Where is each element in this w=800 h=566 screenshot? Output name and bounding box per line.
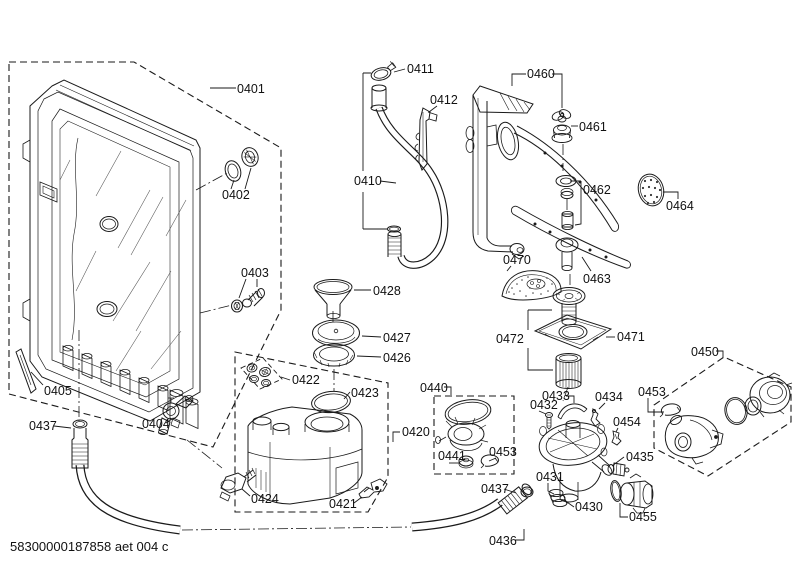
part-label-0464: 0464 (666, 199, 694, 213)
part-label-0421: 0421 (329, 497, 357, 511)
chain-lines (78, 144, 571, 531)
dashed-group-boxes (8, 61, 792, 513)
part-label-0455: 0455 (629, 510, 657, 524)
part-label-0428: 0428 (373, 284, 401, 298)
part-label-0404: 0404 (142, 417, 170, 431)
part-0426-threaded-ring (313, 343, 355, 368)
part-0461-check-valve (551, 109, 573, 143)
part-label-0411: 0411 (407, 62, 434, 76)
part-0423-o-ring (311, 390, 351, 414)
panel-hinge-bosses (62, 345, 199, 430)
part-label-0436: 0436 (489, 534, 517, 548)
group-box-water-softener (234, 351, 389, 513)
part-0460-feed-pipe (465, 85, 534, 260)
part-0455-drain-pump (610, 473, 654, 514)
part-0472-filter-assembly (533, 287, 613, 389)
group-box-door-panel (8, 61, 282, 448)
part-0463-lower-spray-arm (510, 205, 631, 272)
part-label-0437-left: 0437 (29, 419, 57, 433)
part-0432-screw (545, 412, 553, 430)
group-box-seal-kit (240, 357, 283, 390)
part-0422-seal-kit (246, 363, 271, 387)
part-0437-hose-connector-left (71, 419, 181, 535)
part-0454-clip (611, 430, 622, 446)
part-pump-o-ring (724, 397, 748, 425)
part-0421-bracket (358, 478, 388, 499)
group-box-heater-pump (433, 395, 515, 475)
part-label-0423: 0423 (351, 386, 379, 400)
part-0436-drain-hose (411, 483, 534, 532)
part-label-0432: 0432 (530, 398, 558, 412)
part-circulation-pump-motor (744, 372, 793, 418)
part-label-0427: 0427 (383, 331, 411, 345)
group-box-circulation-pump (653, 356, 792, 477)
part-label-0435: 0435 (626, 450, 654, 464)
part-label-0431: 0431 (536, 470, 564, 484)
part-label-0422: 0422 (292, 373, 320, 387)
part-0431-ribbed-fitting (548, 488, 568, 508)
part-label-0463: 0463 (583, 272, 611, 286)
part-0404-valve (158, 395, 194, 435)
part-label-0470: 0470 (503, 253, 531, 267)
part-0435-valve (607, 462, 630, 477)
part-0464-micro-filter-disc (637, 173, 665, 207)
part-label-0472: 0472 (496, 332, 524, 346)
part-0403-grommet-fitting (231, 288, 265, 313)
part-label-0462: 0462 (583, 183, 611, 197)
part-0471-filter-plate (533, 314, 613, 350)
part-0450-pump-kit (659, 372, 793, 465)
part-label-0461: 0461 (579, 120, 607, 134)
part-0401-inner-door-panel (22, 79, 201, 430)
part-label-0403: 0403 (241, 266, 269, 280)
part-label-0453-left: 0453 (489, 445, 517, 459)
part-label-0410: 0410 (354, 174, 382, 188)
part-cylinder-filter (555, 353, 582, 389)
part-label-0460: 0460 (527, 67, 555, 81)
part-0434-clip (590, 407, 601, 427)
part-label-0405: 0405 (44, 384, 72, 398)
part-heat-pump-volute (664, 414, 724, 465)
part-0433-clip (557, 403, 588, 420)
part-0430-sump (538, 403, 622, 508)
part-label-0420: 0420 (402, 425, 430, 439)
part-0453-clamp-right (659, 403, 681, 418)
part-0412-drip-stake (414, 107, 438, 171)
part-label-0441: 0441 (438, 449, 466, 463)
part-0411-hose-clamp (370, 61, 397, 81)
part-label-0433: 0433 (542, 389, 570, 403)
part-0402-seal-rings (224, 147, 259, 182)
part-0462-upper-spray-arm (496, 121, 619, 232)
part-labels: 0401 0402 0403 0404 0405 0437 0410 0411 … (29, 62, 719, 548)
part-0441-cap (458, 455, 474, 469)
part-0410-supply-hose (370, 84, 449, 269)
part-0440-heater-pump (435, 399, 499, 469)
part-label-0426: 0426 (383, 351, 411, 365)
part-label-0450: 0450 (691, 345, 719, 359)
part-label-0430: 0430 (575, 500, 603, 514)
part-label-0437-right: 0437 (481, 482, 509, 496)
part-0405-strip (15, 348, 37, 394)
part-label-0401: 0401 (237, 82, 265, 96)
part-0420-water-softener (247, 406, 363, 505)
part-label-0454: 0454 (613, 415, 641, 429)
part-0427-softener-cap (312, 319, 360, 347)
part-0428-funnel (313, 279, 353, 319)
part-label-0424: 0424 (251, 492, 279, 506)
part-label-0412: 0412 (430, 93, 458, 107)
document-code: 58300000187858 aet 004 c (10, 539, 169, 554)
leader-lines (30, 68, 724, 541)
part-label-0453-right: 0453 (638, 385, 666, 399)
part-label-0471: 0471 (617, 330, 645, 344)
part-label-0440: 0440 (420, 381, 448, 395)
part-label-0434: 0434 (595, 390, 623, 404)
part-0470-mesh-filter (501, 270, 562, 301)
part-label-0402: 0402 (222, 188, 250, 202)
